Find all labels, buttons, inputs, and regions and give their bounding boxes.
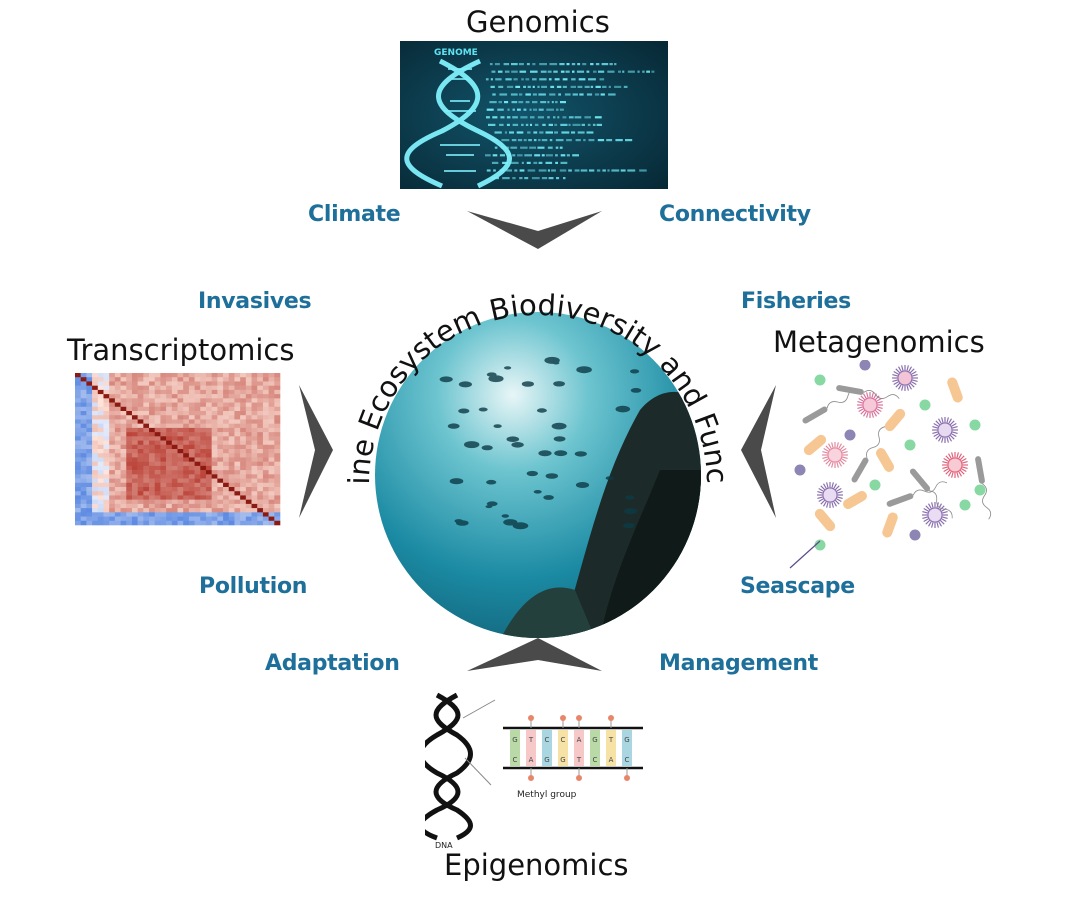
svg-text:G: G bbox=[624, 736, 629, 744]
svg-text:T: T bbox=[528, 736, 534, 744]
svg-text:C: C bbox=[625, 756, 630, 764]
genome-helix-icon bbox=[404, 58, 512, 189]
seascape-pointer bbox=[789, 540, 821, 569]
transcriptomics-heading: Transcriptomics bbox=[67, 333, 295, 367]
dna-helix-icon bbox=[425, 692, 473, 841]
topic-fisheries: Fisheries bbox=[741, 289, 851, 314]
arrow-down-icon bbox=[467, 211, 602, 249]
topic-adaptation: Adaptation bbox=[265, 651, 400, 676]
svg-text:T: T bbox=[608, 736, 614, 744]
svg-text:C: C bbox=[545, 736, 550, 744]
topic-invasives: Invasives bbox=[198, 289, 312, 314]
svg-text:T: T bbox=[576, 756, 582, 764]
topic-management: Management bbox=[659, 651, 818, 676]
topic-connectivity: Connectivity bbox=[659, 202, 811, 227]
svg-text:G: G bbox=[592, 736, 597, 744]
svg-text:A: A bbox=[577, 736, 582, 744]
metagenomics-microbes bbox=[794, 360, 992, 551]
arrow-left-icon bbox=[741, 385, 776, 518]
topic-seascape: Seascape bbox=[740, 574, 855, 599]
svg-text:A: A bbox=[529, 756, 534, 764]
svg-text:C: C bbox=[513, 756, 518, 764]
genome-label: GENOME bbox=[434, 48, 478, 58]
svg-text:A: A bbox=[609, 756, 614, 764]
methyl-label: Methyl group bbox=[517, 790, 577, 800]
svg-text:G: G bbox=[560, 756, 565, 764]
arrow-up-icon bbox=[467, 638, 602, 671]
arrow-right-icon bbox=[299, 385, 333, 518]
svg-text:C: C bbox=[561, 736, 566, 744]
metagenomics-heading: Metagenomics bbox=[773, 325, 985, 359]
epigenomics-illustration: DNA G C T A C G C G A T G C T A G C Methyl group bbox=[425, 692, 643, 850]
transcriptomics-heatmap bbox=[75, 373, 281, 526]
methylation-strip: G C T A C G C G A T G C T A G C bbox=[503, 715, 643, 781]
svg-text:G: G bbox=[544, 756, 549, 764]
arrows bbox=[299, 211, 776, 671]
topic-pollution: Pollution bbox=[199, 574, 308, 599]
svg-text:G: G bbox=[512, 736, 517, 744]
svg-text:C: C bbox=[593, 756, 598, 764]
genome-panel: GENOME bbox=[400, 41, 668, 189]
dna-label: DNA bbox=[435, 841, 453, 850]
epigenomics-heading: Epigenomics bbox=[444, 848, 629, 882]
topic-climate: Climate bbox=[308, 202, 401, 227]
genomics-heading: Genomics bbox=[466, 5, 610, 39]
